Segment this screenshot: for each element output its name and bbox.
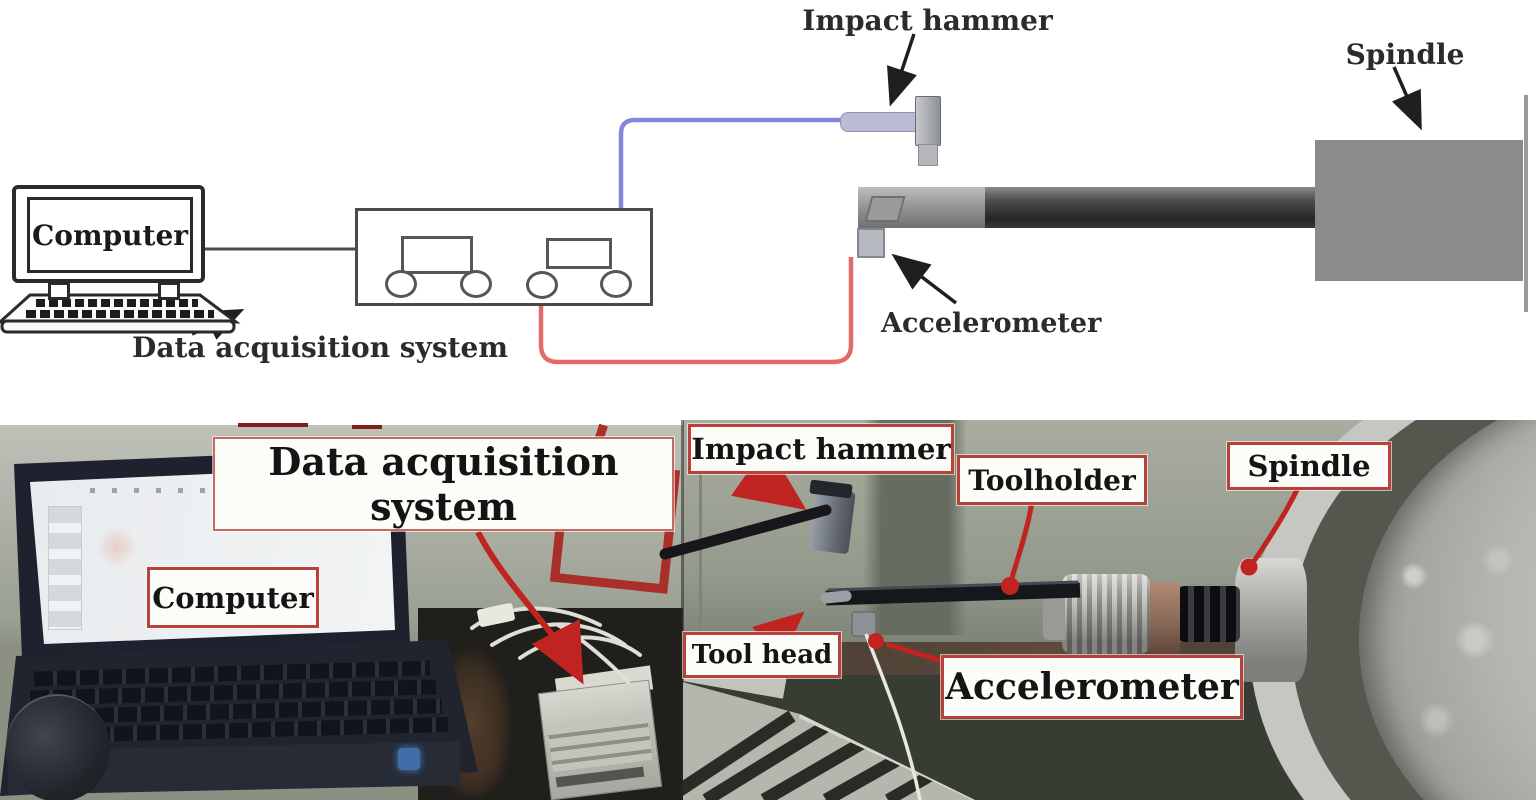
schematic-linework	[0, 33, 1422, 365]
photo-computer-label: Computer	[152, 580, 314, 615]
photo-impact-hammer-label-box: Impact hammer	[688, 424, 954, 474]
photo-tool-tip	[820, 590, 852, 604]
laptop-power-led	[398, 748, 420, 770]
spindle-nose	[1235, 558, 1307, 682]
photo-computer-label-box: Computer	[147, 567, 319, 628]
drill-chuck-cone	[1043, 588, 1065, 640]
schematic-computer-label: Computer	[31, 218, 189, 252]
photo-accelerometer	[851, 611, 877, 637]
photo-accel-arrow	[885, 641, 947, 665]
schematic-accelerometer-label: Accelerometer	[881, 308, 1102, 339]
monitor-leg-right	[158, 282, 180, 300]
hammer-cable-blue	[618, 117, 842, 281]
hammer-handle	[840, 112, 922, 132]
red-mark-top2	[352, 425, 382, 429]
photo-seam	[681, 420, 684, 800]
daq-module-right	[546, 238, 612, 269]
photo-hammer-handle	[659, 504, 832, 560]
wall-seam-line	[699, 460, 702, 710]
machine-column-line	[1524, 95, 1528, 312]
screen-ui-sketch	[96, 526, 138, 568]
red-mark-top1	[238, 423, 308, 427]
screen-ui-sidebar	[48, 506, 82, 630]
spindle-block	[1315, 140, 1523, 281]
photo-daq-arrow	[475, 530, 584, 685]
schematic-panel: Computer Impact hammer Spindle Data acqu…	[0, 4, 1528, 365]
hammer-head-tip	[918, 144, 938, 166]
monitor-leg-left	[48, 282, 70, 300]
keyboard-base	[0, 319, 236, 334]
accelerometer-block	[857, 228, 885, 258]
photo-tool-head-label: Tool head	[691, 640, 833, 670]
toolholder-shank	[985, 187, 1325, 228]
daq-port-2	[460, 270, 492, 298]
daq-module-left	[401, 236, 473, 274]
schematic-impact-hammer-label: Impact hammer	[802, 4, 1053, 37]
collet-ring-copper	[1146, 582, 1180, 654]
accelerometer-cable-red	[538, 257, 854, 365]
photo-daq-label: Data acquisition system	[268, 439, 619, 529]
photo-toolholder-shaft	[825, 582, 1081, 606]
daq-port-3	[526, 271, 558, 299]
schematic-spindle-label: Spindle	[1345, 38, 1465, 71]
spindle-arrow	[1391, 66, 1422, 131]
photo-linework	[470, 444, 1301, 800]
photo-toolholder-label: Toolholder	[968, 463, 1136, 497]
photo-spindle-label-box: Spindle	[1227, 442, 1391, 490]
computer-screen: Computer	[27, 197, 193, 273]
photo-spindle-arrow	[1251, 486, 1301, 563]
daq-port-1	[385, 270, 417, 298]
tool-insert-detail	[864, 196, 906, 222]
photo-tool-head-label-box: Tool head	[683, 632, 841, 678]
photo-accelerometer-label-box: Accelerometer	[941, 655, 1243, 719]
schematic-daq-label: Data acquisition system	[132, 331, 508, 364]
impact-hammer-arrow	[887, 33, 917, 107]
photo-panel: Data acquisition system Computer Impact …	[0, 420, 1536, 800]
hammer-head	[915, 96, 941, 146]
collet-rings-black	[1178, 586, 1240, 642]
photo-accelerometer-cable	[864, 633, 922, 800]
photo-toolholder-label-box: Toolholder	[957, 455, 1147, 505]
photo-impact-arrow	[731, 444, 807, 511]
spindle-housing-mottle	[1383, 480, 1536, 800]
accelerometer-arrow	[891, 253, 958, 305]
photo-daq-label-box: Data acquisition system	[213, 437, 674, 531]
screen-ui-toolbar-dots	[90, 488, 210, 493]
photo-spindle-label: Spindle	[1247, 449, 1371, 483]
photo-impact-hammer-label: Impact hammer	[691, 432, 951, 466]
photo-accelerometer-label: Accelerometer	[945, 666, 1239, 708]
photo-toolholder-arrow	[1009, 501, 1035, 579]
daq-port-4	[600, 270, 632, 298]
photo-top-offset	[0, 420, 683, 425]
